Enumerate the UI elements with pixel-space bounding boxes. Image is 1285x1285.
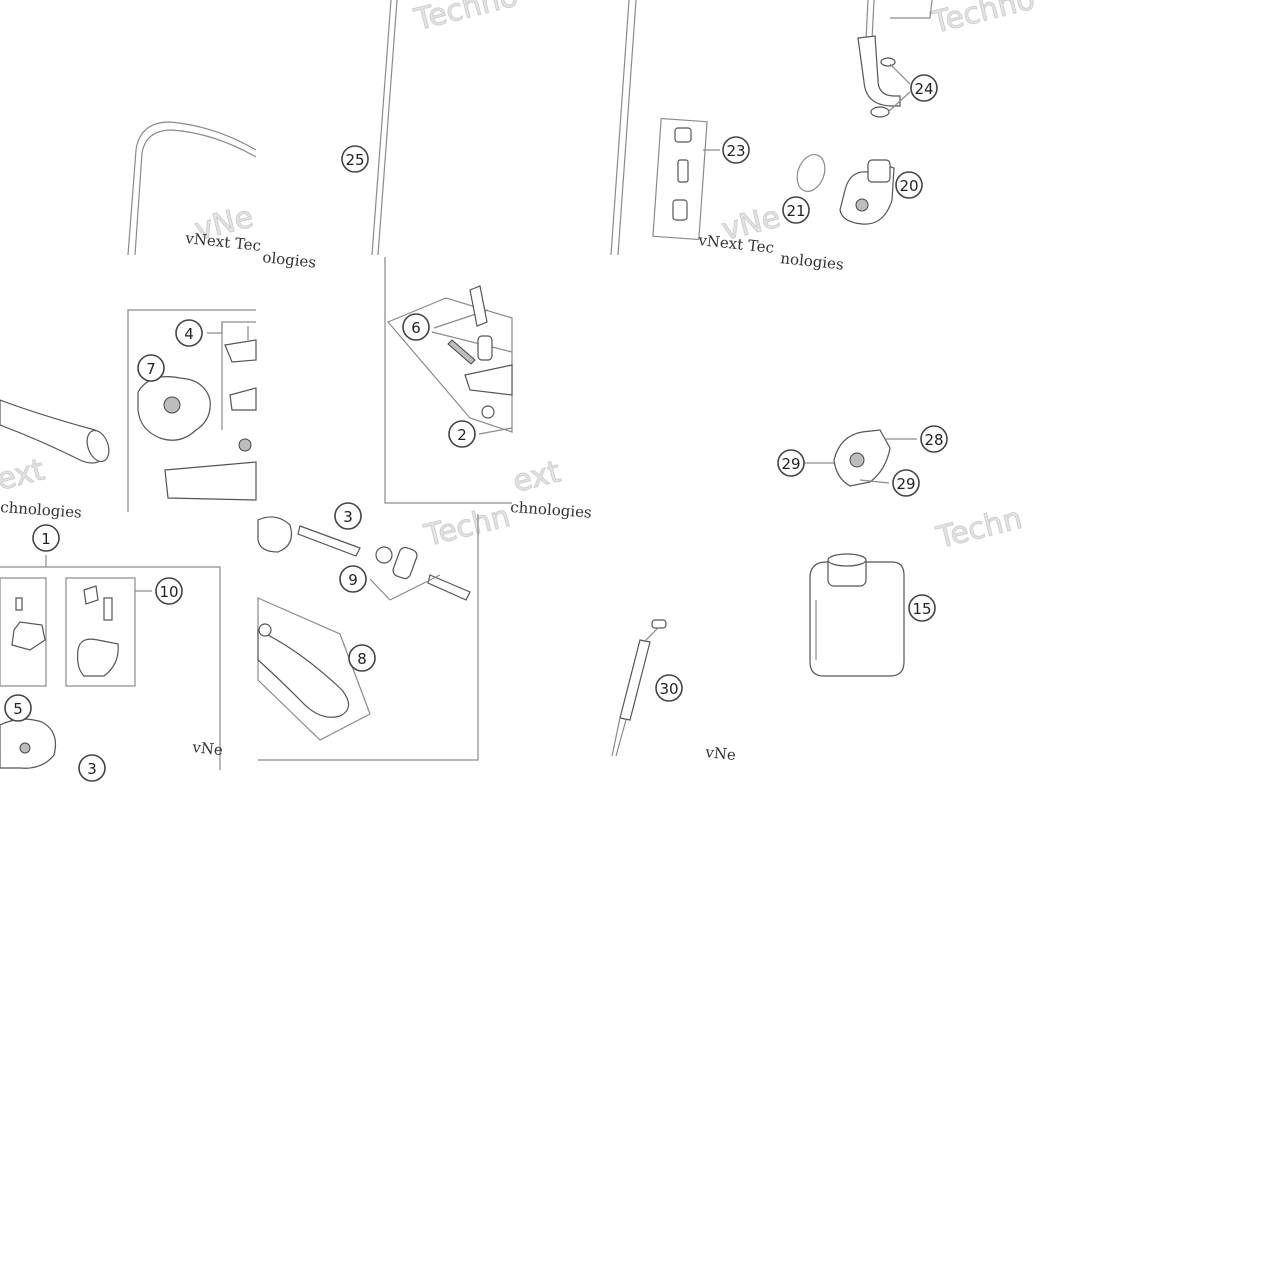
callout-circle [892,469,920,497]
hose-drawing [127,0,637,256]
callout-number: 5 [13,700,23,718]
callout-number: 30 [659,680,678,698]
callout-circle [782,196,810,224]
watermark-big-bwm5: ext [0,452,48,497]
watermark-label-wm6: chnologies [510,498,593,522]
callout-circle [777,449,805,477]
callout-number: 25 [345,151,364,169]
callout-number: 2 [457,426,467,444]
watermark-big-bwm6: ext [509,454,564,499]
callout-c9: 9 [339,565,367,593]
callout-c20: 20 [895,171,923,199]
callout-number: 24 [914,80,933,98]
callout-number: 6 [411,319,421,337]
callout-circle [78,754,106,782]
callout-circle [402,313,430,341]
callout-number: 8 [357,650,367,668]
callout-c8: 8 [348,644,376,672]
callout-c3a: 3 [334,502,362,530]
callout-circle [448,420,476,448]
callout-c7: 7 [137,354,165,382]
watermark-label-wm5: chnologies [0,498,82,522]
watermark-big-bwm1: Techno [410,0,521,38]
callout-number: 1 [41,530,51,548]
callout-c10: 10 [155,577,183,605]
callout-circle [32,524,60,552]
callout-circle [722,136,750,164]
fittings-drawing [652,0,933,241]
watermark-big-bwm7: Techn [420,499,513,554]
callout-number: 23 [726,142,745,160]
callout-number: 4 [184,325,194,343]
callout-circle [334,502,362,530]
callout-number: 21 [786,202,805,220]
watermark-label-wm8: vNe [704,743,737,764]
callout-number: 3 [87,760,97,778]
callout-c3b: 3 [78,754,106,782]
watermark-big-bwm2: Techno [927,0,1038,41]
callout-circle [175,319,203,347]
callout-c29b: 29 [892,469,920,497]
watermark-label-wm4: nologies [780,249,845,274]
clamp-drawing [804,429,917,487]
master-cylinder-drawing [0,309,257,512]
callout-c29a: 29 [777,449,805,477]
callout-c23: 23 [722,136,750,164]
grease-syringe-drawing [611,619,667,757]
callout-c25: 25 [341,145,369,173]
callout-layer: 25 24 23 20 21 4 7 6 2 28 29 29 1 10 3 9 8 15 30 5 3 [4,74,948,782]
callout-circle [341,145,369,173]
callout-c28: 28 [920,425,948,453]
callout-c24: 24 [910,74,938,102]
callout-number: 29 [896,475,915,493]
callout-circle [137,354,165,382]
callout-number: 29 [781,455,800,473]
callout-circle [339,565,367,593]
callout-circle [155,577,183,605]
callout-circle [908,594,936,622]
watermark-label-wm7: vNe [191,738,224,759]
watermark-big-bwm8: Techn [932,501,1025,556]
callout-c15: 15 [908,594,936,622]
callout-c2: 2 [448,420,476,448]
repair-kit-drawing [384,257,513,504]
callout-circle [910,74,938,102]
callout-number: 10 [159,583,178,601]
callout-c6: 6 [402,313,430,341]
callout-number: 20 [899,177,918,195]
callout-number: 28 [924,431,943,449]
callout-c1: 1 [32,524,60,552]
callout-circle [4,694,32,722]
callout-circle [348,644,376,672]
callout-number: 15 [912,600,931,618]
callout-number: 3 [343,508,353,526]
piston-lever-drawing [257,514,479,761]
callout-circle [895,171,923,199]
callout-number: 7 [146,360,156,378]
lever-assembly-drawing [0,555,221,770]
callout-circle [655,674,683,702]
callout-number: 9 [348,571,358,589]
brake-fluid-can-drawing [809,553,905,677]
callout-c21: 21 [782,196,810,224]
watermark-label-wm2: ologies [262,248,317,272]
callout-c5: 5 [4,694,32,722]
callout-circle [920,425,948,453]
callout-c30: 30 [655,674,683,702]
callout-c4: 4 [175,319,203,347]
